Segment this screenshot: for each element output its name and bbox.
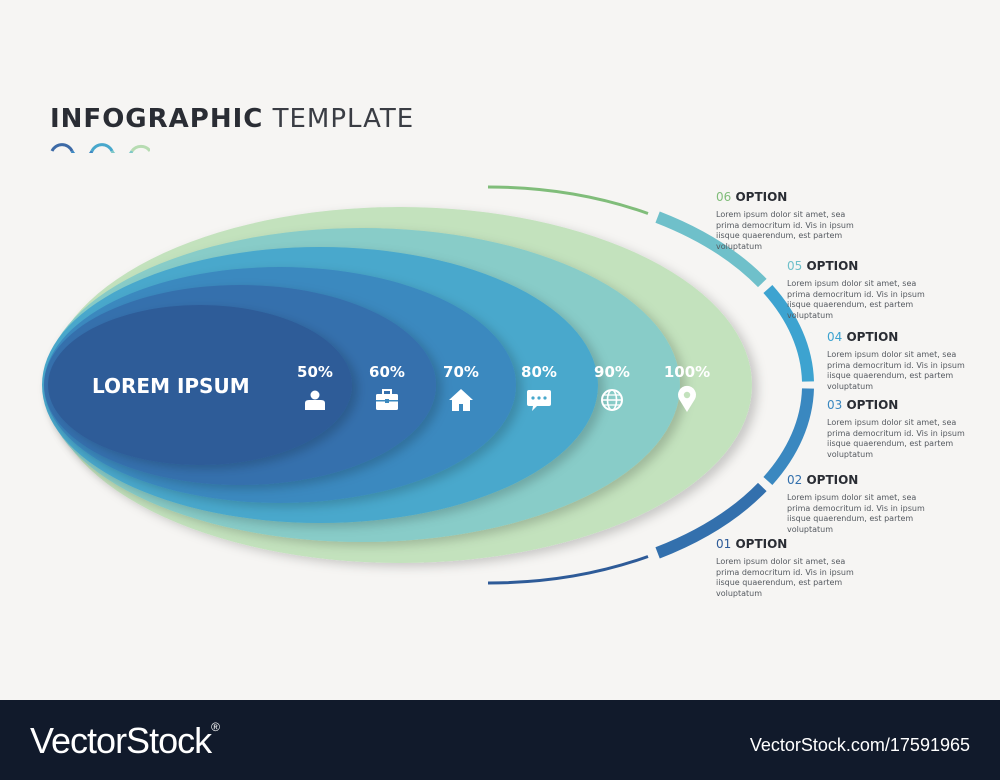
percent-label: 80%	[521, 363, 557, 381]
level-ring-1	[48, 305, 352, 465]
option-heading: 06 OPTION	[716, 190, 916, 204]
footer-bar: VectorStock® VectorStock.com/17591965	[0, 700, 1000, 780]
diagram: LOREM IPSUM 50% 60% 70% 80% 90% 100%	[42, 185, 814, 585]
option-label: OPTION	[802, 259, 859, 273]
footer-url: VectorStock.com/17591965	[749, 735, 970, 755]
option-label: OPTION	[802, 473, 859, 487]
option-description: Lorem ipsum dolor sit amet, sea prima de…	[827, 350, 965, 391]
page-title: INFOGRAPHIC TEMPLATE	[50, 104, 414, 134]
percent-label: 50%	[297, 363, 333, 381]
globe-icon	[601, 389, 623, 411]
option-number: 05	[787, 259, 803, 273]
home-icon	[449, 389, 473, 411]
percent-label: 70%	[443, 363, 479, 381]
option-heading: 02 OPTION	[787, 473, 987, 487]
option-description: Lorem ipsum dolor sit amet, sea prima de…	[827, 418, 965, 459]
percent-label: 60%	[369, 363, 405, 381]
option-description: Lorem ipsum dolor sit amet, sea prima de…	[716, 557, 854, 598]
option-label: OPTION	[731, 190, 788, 204]
arc-segment-04	[763, 284, 814, 382]
option-block-04: 04 OPTION Lorem ipsum dolor sit amet, sea…	[827, 330, 1000, 392]
title-bold: INFOGRAPHIC	[50, 104, 264, 134]
option-number: 01	[716, 537, 732, 551]
option-number: 02	[787, 473, 803, 487]
chat-icon	[527, 390, 551, 411]
brand-name: VectorStock	[30, 720, 212, 761]
option-block-02: 02 OPTION Lorem ipsum dolor sit amet, sea…	[787, 473, 987, 535]
option-number: 06	[716, 190, 732, 204]
option-heading: 05 OPTION	[787, 259, 987, 273]
option-block-01: 01 OPTION Lorem ipsum dolor sit amet, sea…	[716, 537, 916, 599]
footer-brand: VectorStock®	[30, 720, 220, 762]
arc-segment-01	[487, 555, 649, 585]
center-label: LOREM IPSUM	[92, 374, 250, 398]
option-number: 04	[827, 330, 843, 344]
trademark-symbol: ®	[211, 720, 220, 734]
percent-label: 100%	[664, 363, 710, 381]
briefcase-icon	[376, 389, 398, 410]
option-heading: 04 OPTION	[827, 330, 1000, 344]
arc-segment-03	[763, 388, 814, 486]
option-description: Lorem ipsum dolor sit amet, sea prima de…	[787, 493, 925, 534]
arc-segment-05	[655, 211, 767, 288]
title-light: TEMPLATE	[272, 104, 415, 134]
option-label: OPTION	[842, 330, 899, 344]
location-pin-icon	[678, 385, 696, 412]
arc-segment-06	[487, 185, 649, 215]
person-icon	[305, 390, 325, 410]
option-description: Lorem ipsum dolor sit amet, sea prima de…	[716, 210, 854, 251]
percent-label: 90%	[594, 363, 630, 381]
option-block-05: 05 OPTION Lorem ipsum dolor sit amet, sea…	[787, 259, 987, 321]
option-label: OPTION	[842, 398, 899, 412]
option-label: OPTION	[731, 537, 788, 551]
option-heading: 03 OPTION	[827, 398, 1000, 412]
option-number: 03	[827, 398, 843, 412]
option-block-06: 06 OPTION Lorem ipsum dolor sit amet, sea…	[716, 190, 916, 252]
option-heading: 01 OPTION	[716, 537, 916, 551]
option-block-03: 03 OPTION Lorem ipsum dolor sit amet, sea…	[827, 398, 1000, 460]
arc-segment-02	[655, 482, 767, 559]
option-description: Lorem ipsum dolor sit amet, sea prima de…	[787, 279, 925, 320]
wave-decoration	[50, 143, 150, 153]
